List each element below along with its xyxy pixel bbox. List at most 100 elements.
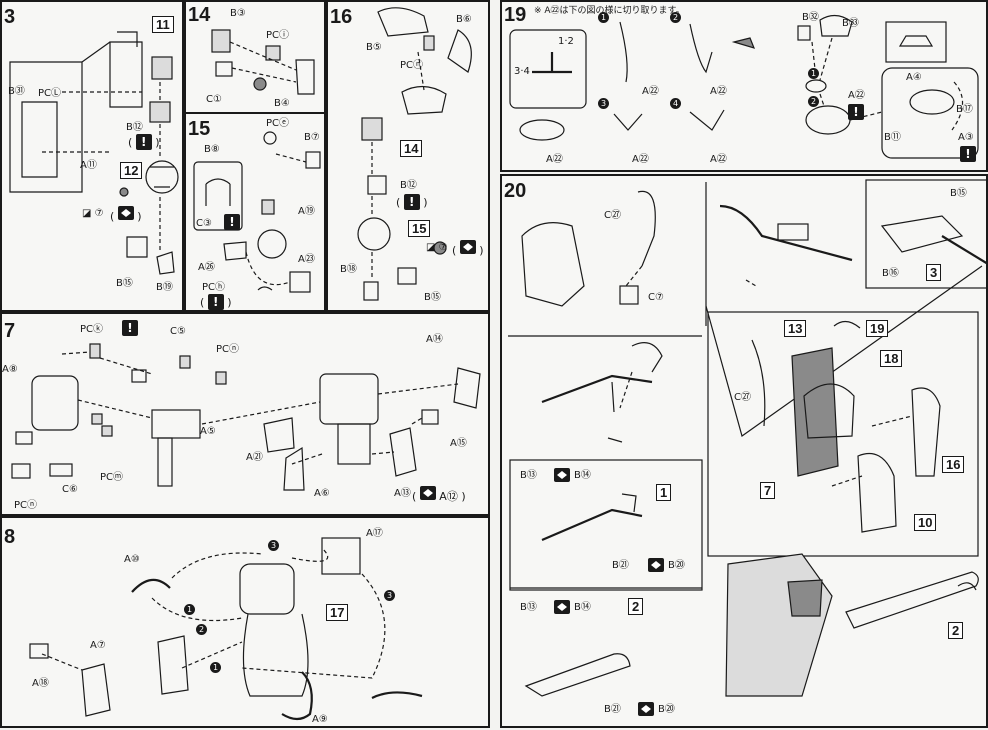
label-c27: C㉗	[604, 210, 621, 221]
label-b20: B⑳	[668, 560, 685, 571]
caution-icon: !	[122, 320, 138, 336]
caution-group: ( ! )	[128, 134, 160, 150]
part-box-14: 14	[400, 140, 423, 157]
label-pce: PCⓔ	[266, 118, 290, 129]
step-number: 14	[186, 4, 213, 26]
mirror-pair-icon	[638, 702, 654, 716]
step-number: 3	[2, 6, 18, 28]
label-b21b: B㉑	[604, 704, 621, 715]
step-13-panel: 3 11 B㉛ PCⓁ A⑪ B⑫ ( ! ) 12 ◪ ⑦ ( ) B⑮ B⑲	[0, 0, 184, 312]
mirror-pair-icon	[459, 240, 476, 254]
step-19-illustration	[509, 14, 979, 159]
label-b7: B⑦	[304, 132, 320, 143]
label-b17: B⑰	[956, 104, 973, 115]
mirror-pair-icon	[554, 600, 570, 614]
part-box-19: 19	[866, 320, 889, 337]
mirror-group: ( )	[452, 240, 484, 258]
label-c1: C①	[206, 94, 222, 105]
step-number: 19	[502, 4, 529, 26]
sticker-label: ◪ ⑦	[426, 242, 448, 253]
sub-steps-12: 1·2	[558, 36, 574, 47]
label-a22-2: A㉒	[710, 86, 727, 97]
caution-icon: !	[403, 194, 420, 210]
label-a22-1: A㉒	[642, 86, 659, 97]
label-a19: A⑲	[298, 206, 315, 217]
caution-icon: !	[848, 104, 864, 120]
label-b14: B⑭	[574, 470, 591, 481]
caution-icon: !	[207, 294, 224, 310]
label-pck: PCⓚ	[80, 324, 104, 335]
label-a3: A③	[958, 132, 974, 143]
step-circle-3: 3	[268, 540, 279, 551]
step-15-illustration	[193, 131, 321, 293]
label-b5: B⑤	[366, 42, 382, 53]
label-a14: A⑭	[426, 334, 443, 345]
sub-step-4: 4	[670, 98, 681, 109]
part-box-1: 1	[656, 484, 672, 501]
sticker-label: ◪ ⑦	[82, 208, 104, 219]
label-b15: B⑮	[424, 292, 441, 303]
label-c3: C③	[196, 218, 212, 229]
label-pch: PCⓗ	[202, 282, 226, 293]
mirror-group: ( )	[110, 206, 142, 224]
label-a18: A⑱	[32, 678, 49, 689]
label-b11: B⑪	[884, 132, 901, 143]
label-pcn2: PCⓝ	[14, 500, 38, 511]
label-b16: B⑯	[882, 268, 899, 279]
label-a5: A⑤	[200, 426, 216, 437]
label-a9: A⑨	[312, 714, 328, 725]
label-a13: A⑬	[394, 488, 411, 499]
step-number: 15	[186, 118, 213, 140]
label-a22-4: A㉒	[710, 154, 727, 165]
label-a6: A⑥	[314, 488, 330, 499]
label-a22-main: A㉒	[546, 154, 563, 165]
label-a22-5: A㉒	[848, 90, 865, 101]
part-box-2b: 2	[948, 622, 964, 639]
label-b15: B⑮	[116, 278, 133, 289]
mirror-pair-icon	[117, 206, 134, 220]
label-a22-3: A㉒	[632, 154, 649, 165]
label-a21: A㉑	[246, 452, 263, 463]
sub-step-1: 1	[598, 12, 609, 23]
step-circle-1b: 1	[210, 662, 221, 673]
step-14-illustration	[211, 29, 315, 95]
label-b13b: B⑬	[520, 602, 537, 613]
sub-step-3: 3	[598, 98, 609, 109]
caution-group: ( ! )	[200, 294, 232, 310]
label-b32: B㉜	[802, 12, 819, 23]
part-box-17: 17	[326, 604, 349, 621]
step-18-illustration	[29, 537, 423, 721]
part-box-13: 13	[784, 320, 807, 337]
label-pcn: PCⓝ	[400, 60, 424, 71]
part-box-15: 15	[408, 220, 431, 237]
label-b21: B㉑	[612, 560, 629, 571]
label-b19: B⑲	[156, 282, 173, 293]
label-a17: A⑰	[366, 528, 383, 539]
step-16-illustration	[357, 7, 472, 301]
step-circle-1: 1	[184, 604, 195, 615]
part-box-12: 12	[120, 162, 143, 179]
step-14-panel: 14 B③ PCⓘ C① B④	[184, 0, 326, 114]
step-16-panel: 16 B⑥ B⑤ PCⓝ 14 B⑫ ( ! ) 15 ◪ ⑦ ( ) B⑱ B…	[326, 0, 490, 312]
label-a10: A⑩	[124, 554, 140, 565]
label-b33: B㉝	[842, 18, 859, 29]
part-box-10: 10	[914, 514, 937, 531]
step-number: 7	[2, 320, 18, 342]
label-c27b: C㉗	[734, 392, 751, 403]
mirror-pair-icon	[648, 558, 664, 572]
step-circle-2: 2	[196, 624, 207, 635]
label-pci: PCⓘ	[266, 30, 290, 41]
label-b6: B⑥	[456, 14, 472, 25]
step-19-panel: 19 ※ A㉒は下の図の様に切り取ります。 1 2 3 4 1·2 3·4 A㉒…	[500, 0, 988, 172]
mirror-group: ( A⑫ )	[412, 486, 466, 504]
step-number: 8	[2, 526, 18, 548]
step-13-illustration	[9, 31, 179, 275]
sub-step-2b: 2	[808, 96, 819, 107]
label-b4: B④	[274, 98, 290, 109]
label-b8: B⑧	[204, 144, 220, 155]
sub-steps-34: 3·4	[514, 66, 530, 77]
caution-icon: !	[960, 146, 976, 162]
label-a4: A④	[906, 72, 922, 83]
step-20-illustration	[508, 179, 988, 697]
label-b13: B⑬	[520, 470, 537, 481]
